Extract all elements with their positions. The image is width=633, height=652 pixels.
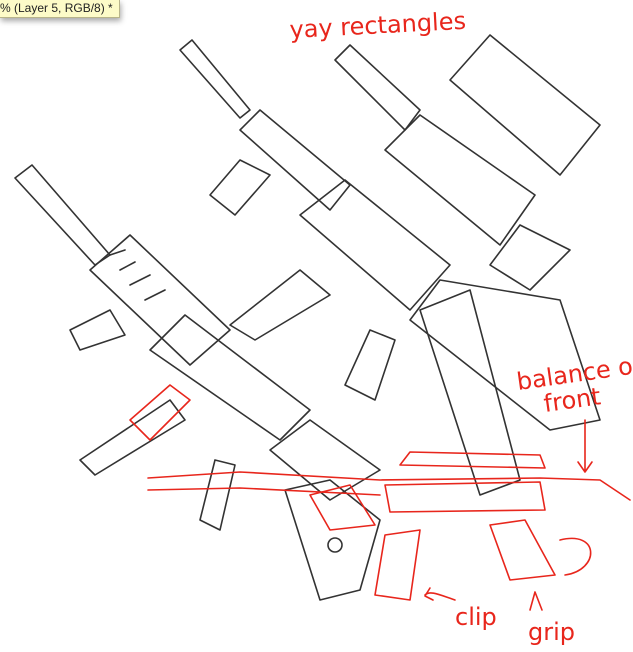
annotation-grip: grip: [528, 618, 575, 646]
sketch-red-gun: [129, 384, 631, 611]
sketch-rifle-middle: [179, 39, 521, 496]
annotation-heading: yay rectangles: [289, 7, 467, 44]
document-title-tab[interactable]: % (Layer 5, RGB/8) *: [0, 0, 120, 18]
sketch-rectangles: [334, 34, 601, 431]
annotation-clip: clip: [455, 603, 497, 631]
sketch-rifle-left: [14, 164, 381, 601]
